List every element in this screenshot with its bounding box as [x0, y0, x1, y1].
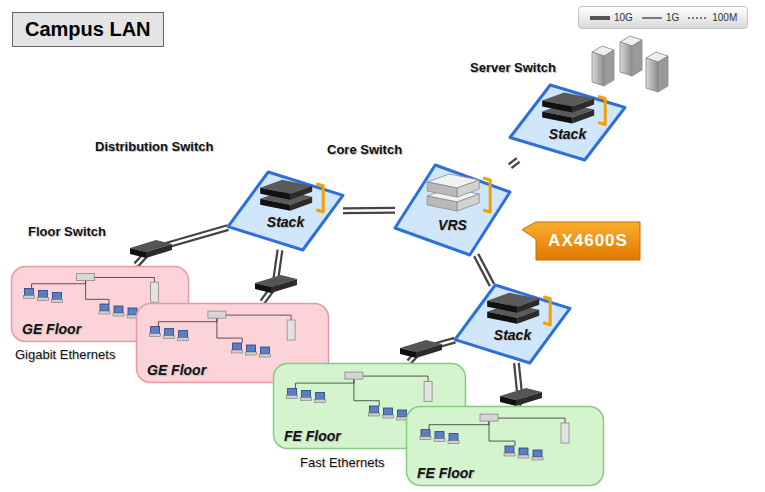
- floor-label: FE Floor: [284, 428, 341, 444]
- stack-label: Stack: [549, 126, 586, 142]
- stack-label: VRS: [438, 217, 467, 233]
- switch-heading: Server Switch: [470, 61, 556, 76]
- group-label: Gigabit Ethernets: [15, 347, 115, 362]
- node-outline: [455, 285, 570, 363]
- legend-text: 1G: [666, 12, 679, 23]
- switch-heading: Distribution Switch: [95, 140, 213, 155]
- switch-icon: [487, 293, 550, 325]
- floor-devices: [150, 311, 296, 357]
- switch-icon: [260, 180, 323, 212]
- stack-label: Stack: [494, 327, 531, 343]
- model-label: AX4600S: [548, 231, 628, 251]
- legend-sample: [687, 14, 709, 22]
- legend-sample: [641, 14, 663, 22]
- legend-item: 1G: [641, 12, 679, 23]
- switch-stack: Stack: [455, 285, 570, 363]
- switch-icon: [427, 174, 490, 212]
- model-callout: AX4600S: [522, 222, 640, 260]
- diagram-title: Campus LAN: [12, 12, 164, 47]
- floor-label: GE Floor: [147, 362, 206, 378]
- floor-network: FE Floor: [405, 405, 605, 487]
- uplink-cable: [510, 160, 518, 166]
- switch-stack: Distribution SwitchStack: [228, 172, 343, 250]
- legend-sample: [589, 14, 611, 22]
- uplink-cable: [263, 250, 280, 302]
- legend-text: 10G: [614, 12, 633, 23]
- uplink-cable: [343, 210, 395, 211]
- stack-label: Stack: [267, 214, 304, 230]
- uplink-cable: [476, 255, 492, 285]
- switch-icon: [542, 93, 605, 125]
- floor-label: FE Floor: [417, 465, 474, 481]
- switch-heading: Core Switch: [327, 143, 402, 158]
- switch-stack: Core SwitchVRS: [395, 165, 510, 255]
- device-label: Floor Switch: [28, 224, 106, 239]
- node-outline: [228, 172, 343, 250]
- node-outline: [395, 165, 510, 255]
- group-label: Fast Ethernets: [300, 455, 385, 470]
- legend-item: 10G: [589, 12, 633, 23]
- floor-devices: [420, 414, 569, 460]
- node-outline: [510, 85, 625, 160]
- legend-panel: 10G 1G 100M: [578, 6, 748, 29]
- switch-stack: Server SwitchStack: [510, 85, 625, 160]
- legend-item: 100M: [687, 12, 737, 23]
- legend-text: 100M: [712, 12, 737, 23]
- floor-label: GE Floor: [22, 321, 81, 337]
- server-icons: [592, 36, 668, 92]
